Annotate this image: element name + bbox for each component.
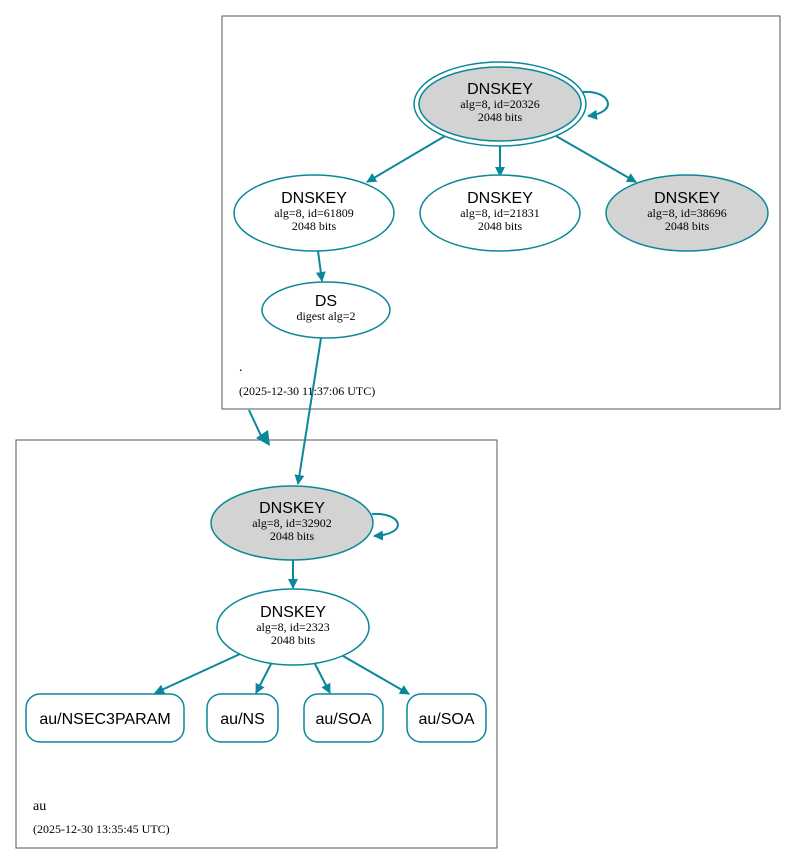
node-au-zsk-bits: 2048 bits <box>271 633 316 647</box>
node-root-ksk[interactable]: DNSKEY alg=8, id=20326 2048 bits <box>413 61 587 147</box>
node-root-zsk2-alg: alg=8, id=21831 <box>460 206 540 220</box>
node-rr-ns-label: au/NS <box>220 711 264 728</box>
au-zone-timestamp: (2025-12-30 13:35:45 UTC) <box>33 822 170 836</box>
node-au-zsk-alg: alg=8, id=2323 <box>256 620 330 634</box>
node-au-zsk-type: DNSKEY <box>260 604 326 621</box>
root-zone-timestamp: (2025-12-30 11:37:06 UTC) <box>239 384 375 398</box>
node-au-ksk-bits: 2048 bits <box>270 529 315 543</box>
node-rr-nsec3param[interactable]: au/NSEC3PARAM <box>25 693 185 743</box>
edge-root-ksk-ksk2 <box>555 135 637 183</box>
node-root-zsk2[interactable]: DNSKEY alg=8, id=21831 2048 bits <box>419 174 581 252</box>
node-rr-soa-2[interactable]: au/SOA <box>406 693 487 743</box>
edge-zone-delegation-head <box>256 430 270 446</box>
node-au-ksk[interactable]: DNSKEY alg=8, id=32902 2048 bits <box>210 485 374 561</box>
edge-root-ksk-zsk1 <box>366 135 446 183</box>
edge-au-ksk-self <box>371 512 399 541</box>
node-root-ksk-bits: 2048 bits <box>478 110 523 124</box>
edge-au-zsk-rr1 <box>154 653 241 694</box>
node-root-zsk1-alg: alg=8, id=61809 <box>274 206 354 220</box>
node-root-zsk1-bits: 2048 bits <box>292 219 337 233</box>
node-root-ksk2[interactable]: DNSKEY alg=8, id=38696 2048 bits <box>605 174 769 252</box>
edge-ds-au-ksk <box>294 337 322 485</box>
node-root-zsk2-type: DNSKEY <box>467 190 533 207</box>
node-ds-type: DS <box>315 293 337 310</box>
edge-au-zsk-rr4 <box>342 655 410 695</box>
node-au-zsk[interactable]: DNSKEY alg=8, id=2323 2048 bits <box>216 588 370 666</box>
node-rr-ns[interactable]: au/NS <box>206 693 279 743</box>
edge-zsk1-ds <box>315 250 326 282</box>
node-root-zsk1[interactable]: DNSKEY alg=8, id=61809 2048 bits <box>233 174 395 252</box>
node-au-ksk-alg: alg=8, id=32902 <box>252 516 332 530</box>
node-root-ksk2-bits: 2048 bits <box>665 219 710 233</box>
edge-root-ksk-self <box>582 90 609 120</box>
edge-au-zsk-rr3 <box>314 663 331 694</box>
root-zone-box <box>221 15 781 410</box>
root-zone-name: . <box>239 360 243 375</box>
au-zone-name: au <box>33 799 46 814</box>
node-rr-soa-1-label: au/SOA <box>315 711 371 728</box>
au-zone-box <box>15 439 498 849</box>
node-root-ksk2-alg: alg=8, id=38696 <box>647 206 727 220</box>
node-root-ksk-alg: alg=8, id=20326 <box>460 97 540 111</box>
node-ds[interactable]: DS digest alg=2 <box>261 281 391 339</box>
edge-au-zsk-rr2 <box>255 663 272 694</box>
node-rr-nsec3param-label: au/NSEC3PARAM <box>39 711 170 728</box>
node-root-zsk1-type: DNSKEY <box>281 190 347 207</box>
node-root-ksk-type: DNSKEY <box>467 81 533 98</box>
node-rr-soa-1[interactable]: au/SOA <box>303 693 384 743</box>
node-root-ksk2-type: DNSKEY <box>654 190 720 207</box>
node-root-zsk2-bits: 2048 bits <box>478 219 523 233</box>
edges <box>154 90 637 695</box>
node-rr-soa-2-label: au/SOA <box>418 711 474 728</box>
node-au-ksk-type: DNSKEY <box>259 500 325 517</box>
node-ds-digest: digest alg=2 <box>296 309 355 323</box>
